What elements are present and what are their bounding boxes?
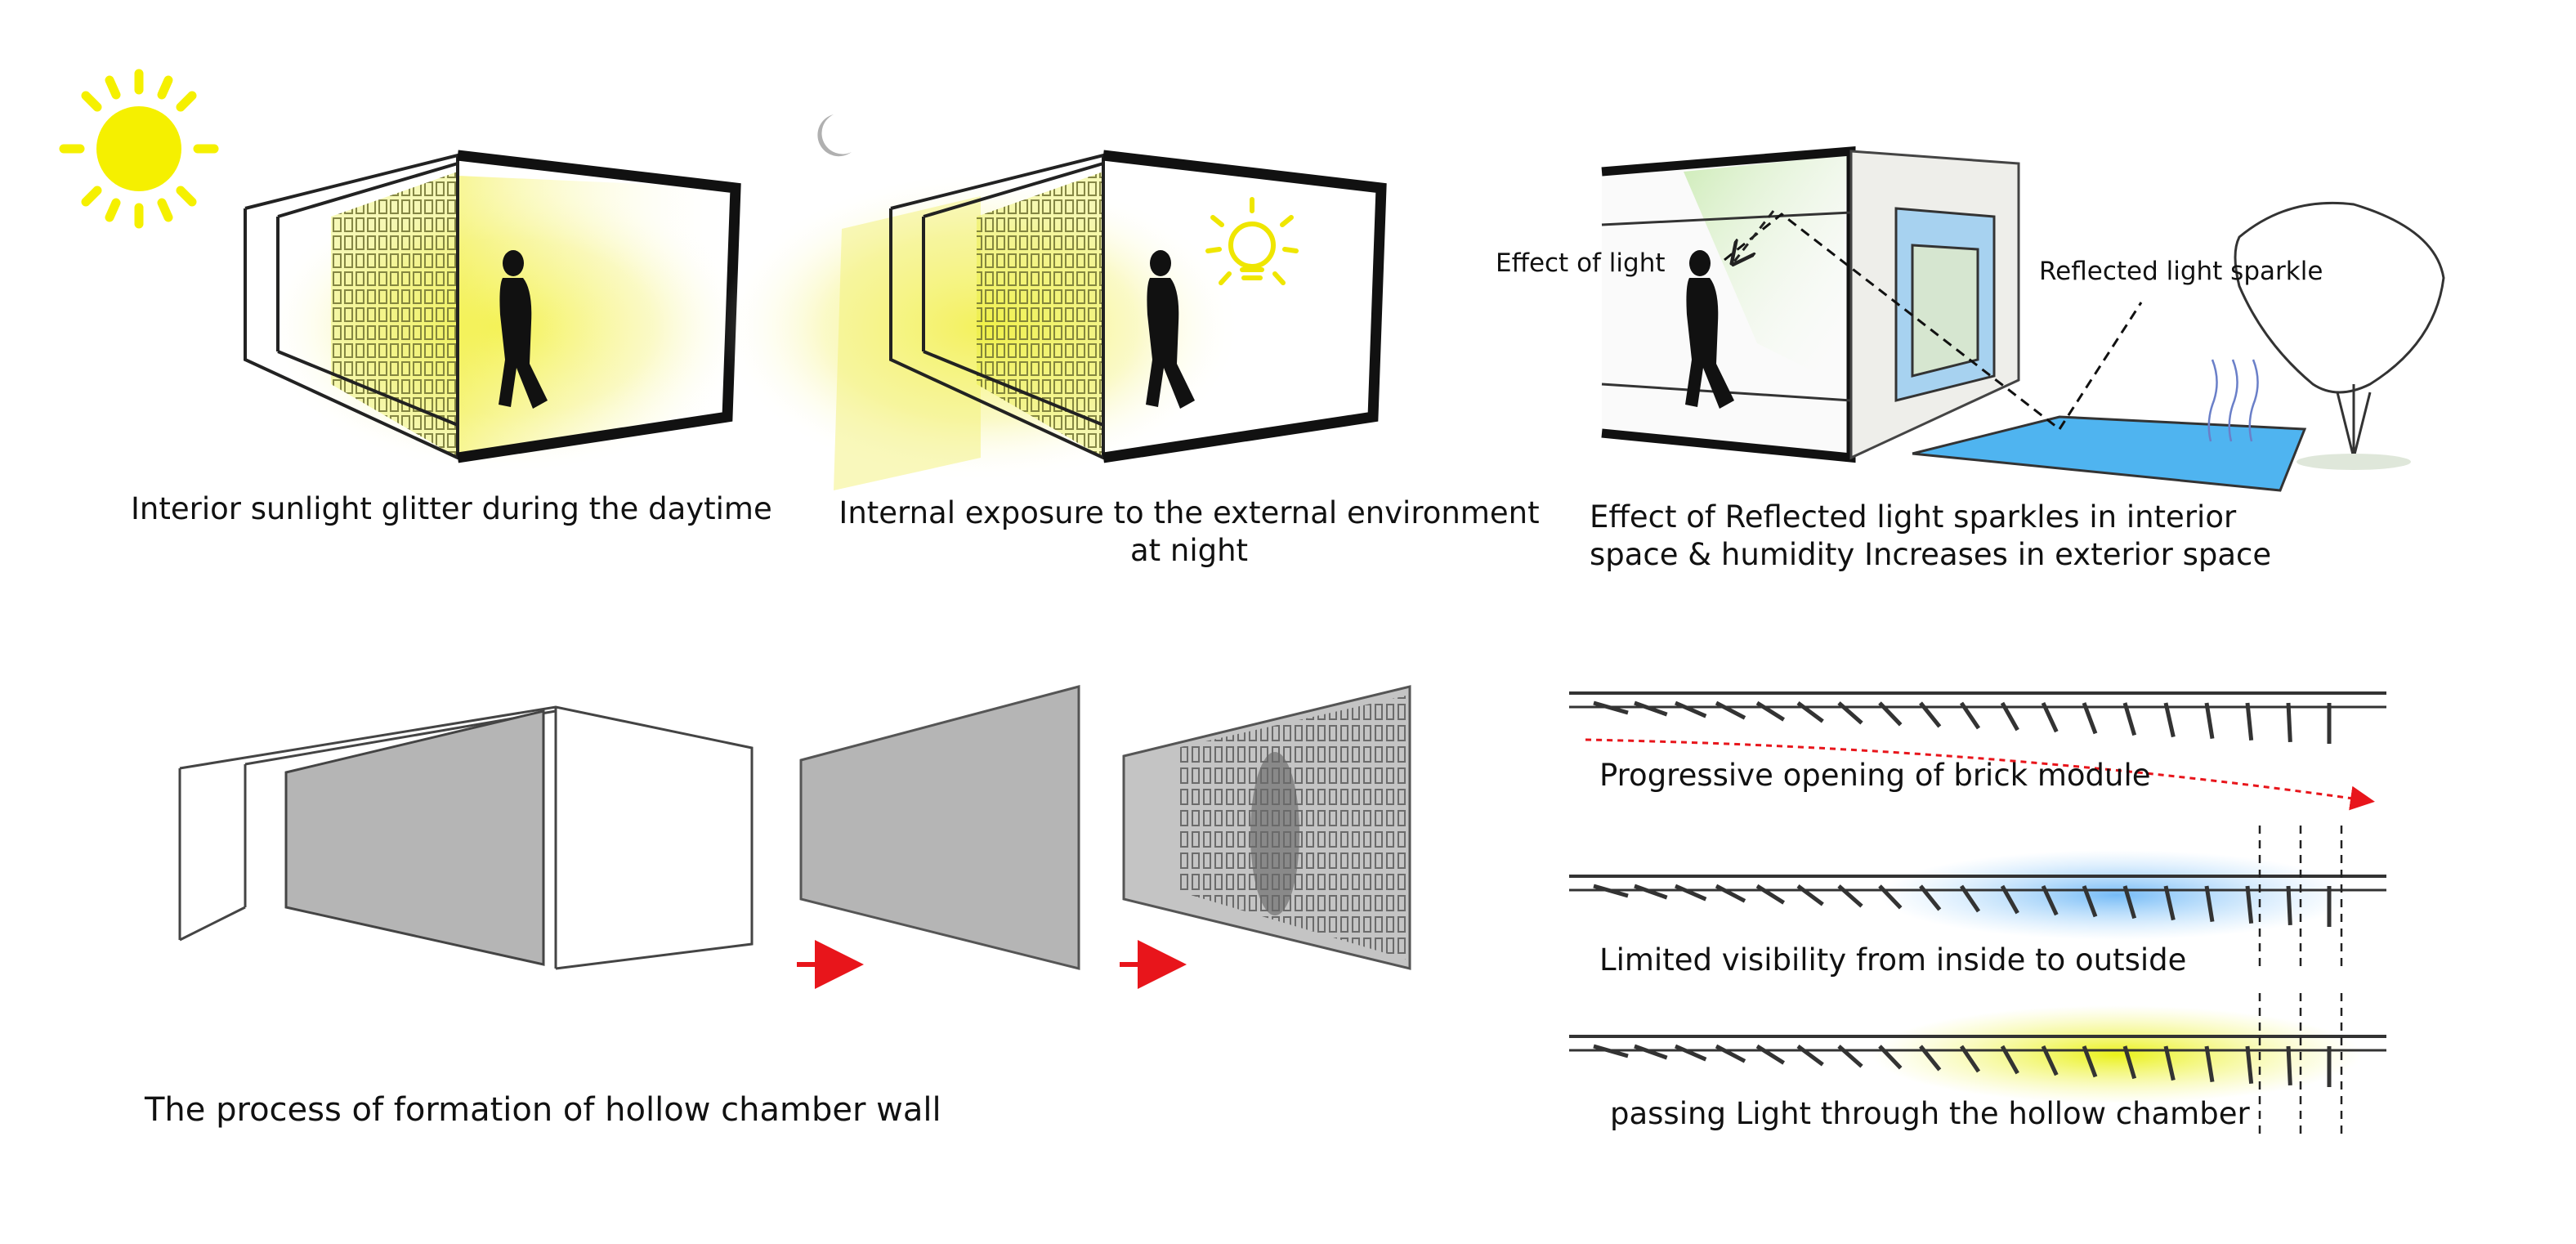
- brick-fin: [1796, 1044, 1824, 1067]
- brick-fin: [1755, 1044, 1785, 1065]
- brick-fin: [2041, 884, 2059, 916]
- brick-fin: [1919, 884, 1942, 911]
- brick-fin: [2245, 702, 2254, 741]
- brick-fin: [1919, 1045, 1942, 1072]
- brick-fin: [1593, 700, 1629, 715]
- caption-night-line2: at night: [1129, 533, 1249, 568]
- brick-fin: [2000, 1045, 2019, 1075]
- brick-fin: [1715, 1044, 1746, 1063]
- brick-fin: [1634, 700, 1668, 717]
- brick-fin: [2163, 702, 2176, 738]
- brick-fin: [2286, 885, 2292, 926]
- person-silhouette: [1146, 250, 1195, 409]
- brick-module-row-limited: [1569, 850, 2386, 940]
- brick-fin: [1959, 884, 1981, 913]
- light-bulb-icon: [1205, 197, 1299, 285]
- brick-fin: [2204, 1045, 2215, 1083]
- brick-fin: [2163, 885, 2176, 921]
- brick-fin: [2286, 702, 2292, 743]
- brick-fin: [2122, 702, 2137, 736]
- brick-fin: [1878, 701, 1903, 727]
- brick-fin: [2082, 885, 2098, 918]
- moon-icon: [817, 114, 852, 157]
- night-diagram: [719, 114, 1387, 490]
- reflected-sparkle-label: Reflected light sparkle: [2039, 257, 2323, 286]
- person-silhouette: [1685, 250, 1734, 409]
- brick-fin: [2000, 701, 2019, 732]
- brick-fin: [1837, 701, 1863, 725]
- brick-fin: [2204, 885, 2215, 923]
- brick-fin: [2082, 702, 2098, 735]
- brick-fin: [2041, 1045, 2059, 1076]
- perforated-panel: [1122, 685, 1411, 970]
- brick-fin: [1675, 884, 1707, 902]
- brick-fin: [1837, 1045, 1863, 1068]
- caption-reflected-line1: Effect of Reflected light sparkles in in…: [1590, 499, 2237, 535]
- water-pool: [1912, 415, 2307, 492]
- person-silhouette: [499, 250, 548, 409]
- reflected-light-diagram: [1601, 146, 2445, 492]
- brick-fin: [1634, 884, 1668, 900]
- caption-reflected: Effect of Reflected light sparkles in in…: [1590, 499, 2271, 574]
- brick-module-row-progressive: [1569, 691, 2386, 811]
- brick-fin: [1634, 1044, 1668, 1060]
- caption-limited: Limited visibility from inside to outsid…: [1599, 942, 2187, 978]
- caption-reflected-line2: space & humidity Increases in exterior s…: [1590, 537, 2272, 572]
- brick-fin: [1959, 1045, 1981, 1073]
- effect-of-light-label: Effect of light: [1496, 248, 1666, 278]
- brick-fin: [1593, 1044, 1629, 1058]
- caption-daytime: Interior sunlight glitter during the day…: [131, 491, 772, 526]
- brick-fin: [1878, 1045, 1903, 1070]
- brick-fin: [1715, 700, 1746, 720]
- brick-fin: [1919, 701, 1942, 728]
- brick-fin: [2041, 701, 2059, 733]
- brick-fin: [2082, 1045, 2098, 1078]
- caption-progressive: Progressive opening of brick module: [1599, 758, 2151, 793]
- caption-formation: The process of formation of hollow chamb…: [145, 1091, 941, 1129]
- brick-fin: [1796, 884, 1824, 906]
- brick-fin: [1715, 884, 1746, 903]
- caption-night-line1: Internal exposure to the external enviro…: [839, 495, 1540, 530]
- brick-fin: [2245, 1045, 2254, 1085]
- brick-module-sections: [1569, 691, 2386, 1136]
- brick-fin: [1878, 884, 1903, 910]
- brick-fin: [1837, 884, 1863, 908]
- sun-icon: [59, 69, 219, 229]
- brick-fin: [1755, 700, 1785, 722]
- brick-fin: [2122, 1045, 2137, 1080]
- formation-diagram: [178, 685, 1411, 989]
- caption-passing: passing Light through the hollow chamber: [1610, 1096, 2250, 1131]
- brick-fin: [2204, 702, 2215, 740]
- brick-fin: [2286, 1045, 2292, 1086]
- brick-fin: [1675, 700, 1707, 718]
- brick-fin: [1675, 1044, 1707, 1062]
- brick-fin: [2122, 885, 2137, 920]
- brick-module-row-passing: [1569, 1005, 2386, 1103]
- brick-fin: [1796, 700, 1824, 723]
- brick-fin: [1959, 701, 1981, 730]
- brick-fin: [1755, 884, 1785, 905]
- tree: [2234, 201, 2445, 459]
- brick-fin: [1593, 884, 1629, 898]
- brick-fin: [2000, 884, 2019, 915]
- brick-fin: [2245, 885, 2254, 924]
- brick-fin: [2163, 1045, 2176, 1081]
- daytime-diagram: [59, 69, 752, 474]
- caption-night: Internal exposure to the external enviro…: [821, 494, 1557, 570]
